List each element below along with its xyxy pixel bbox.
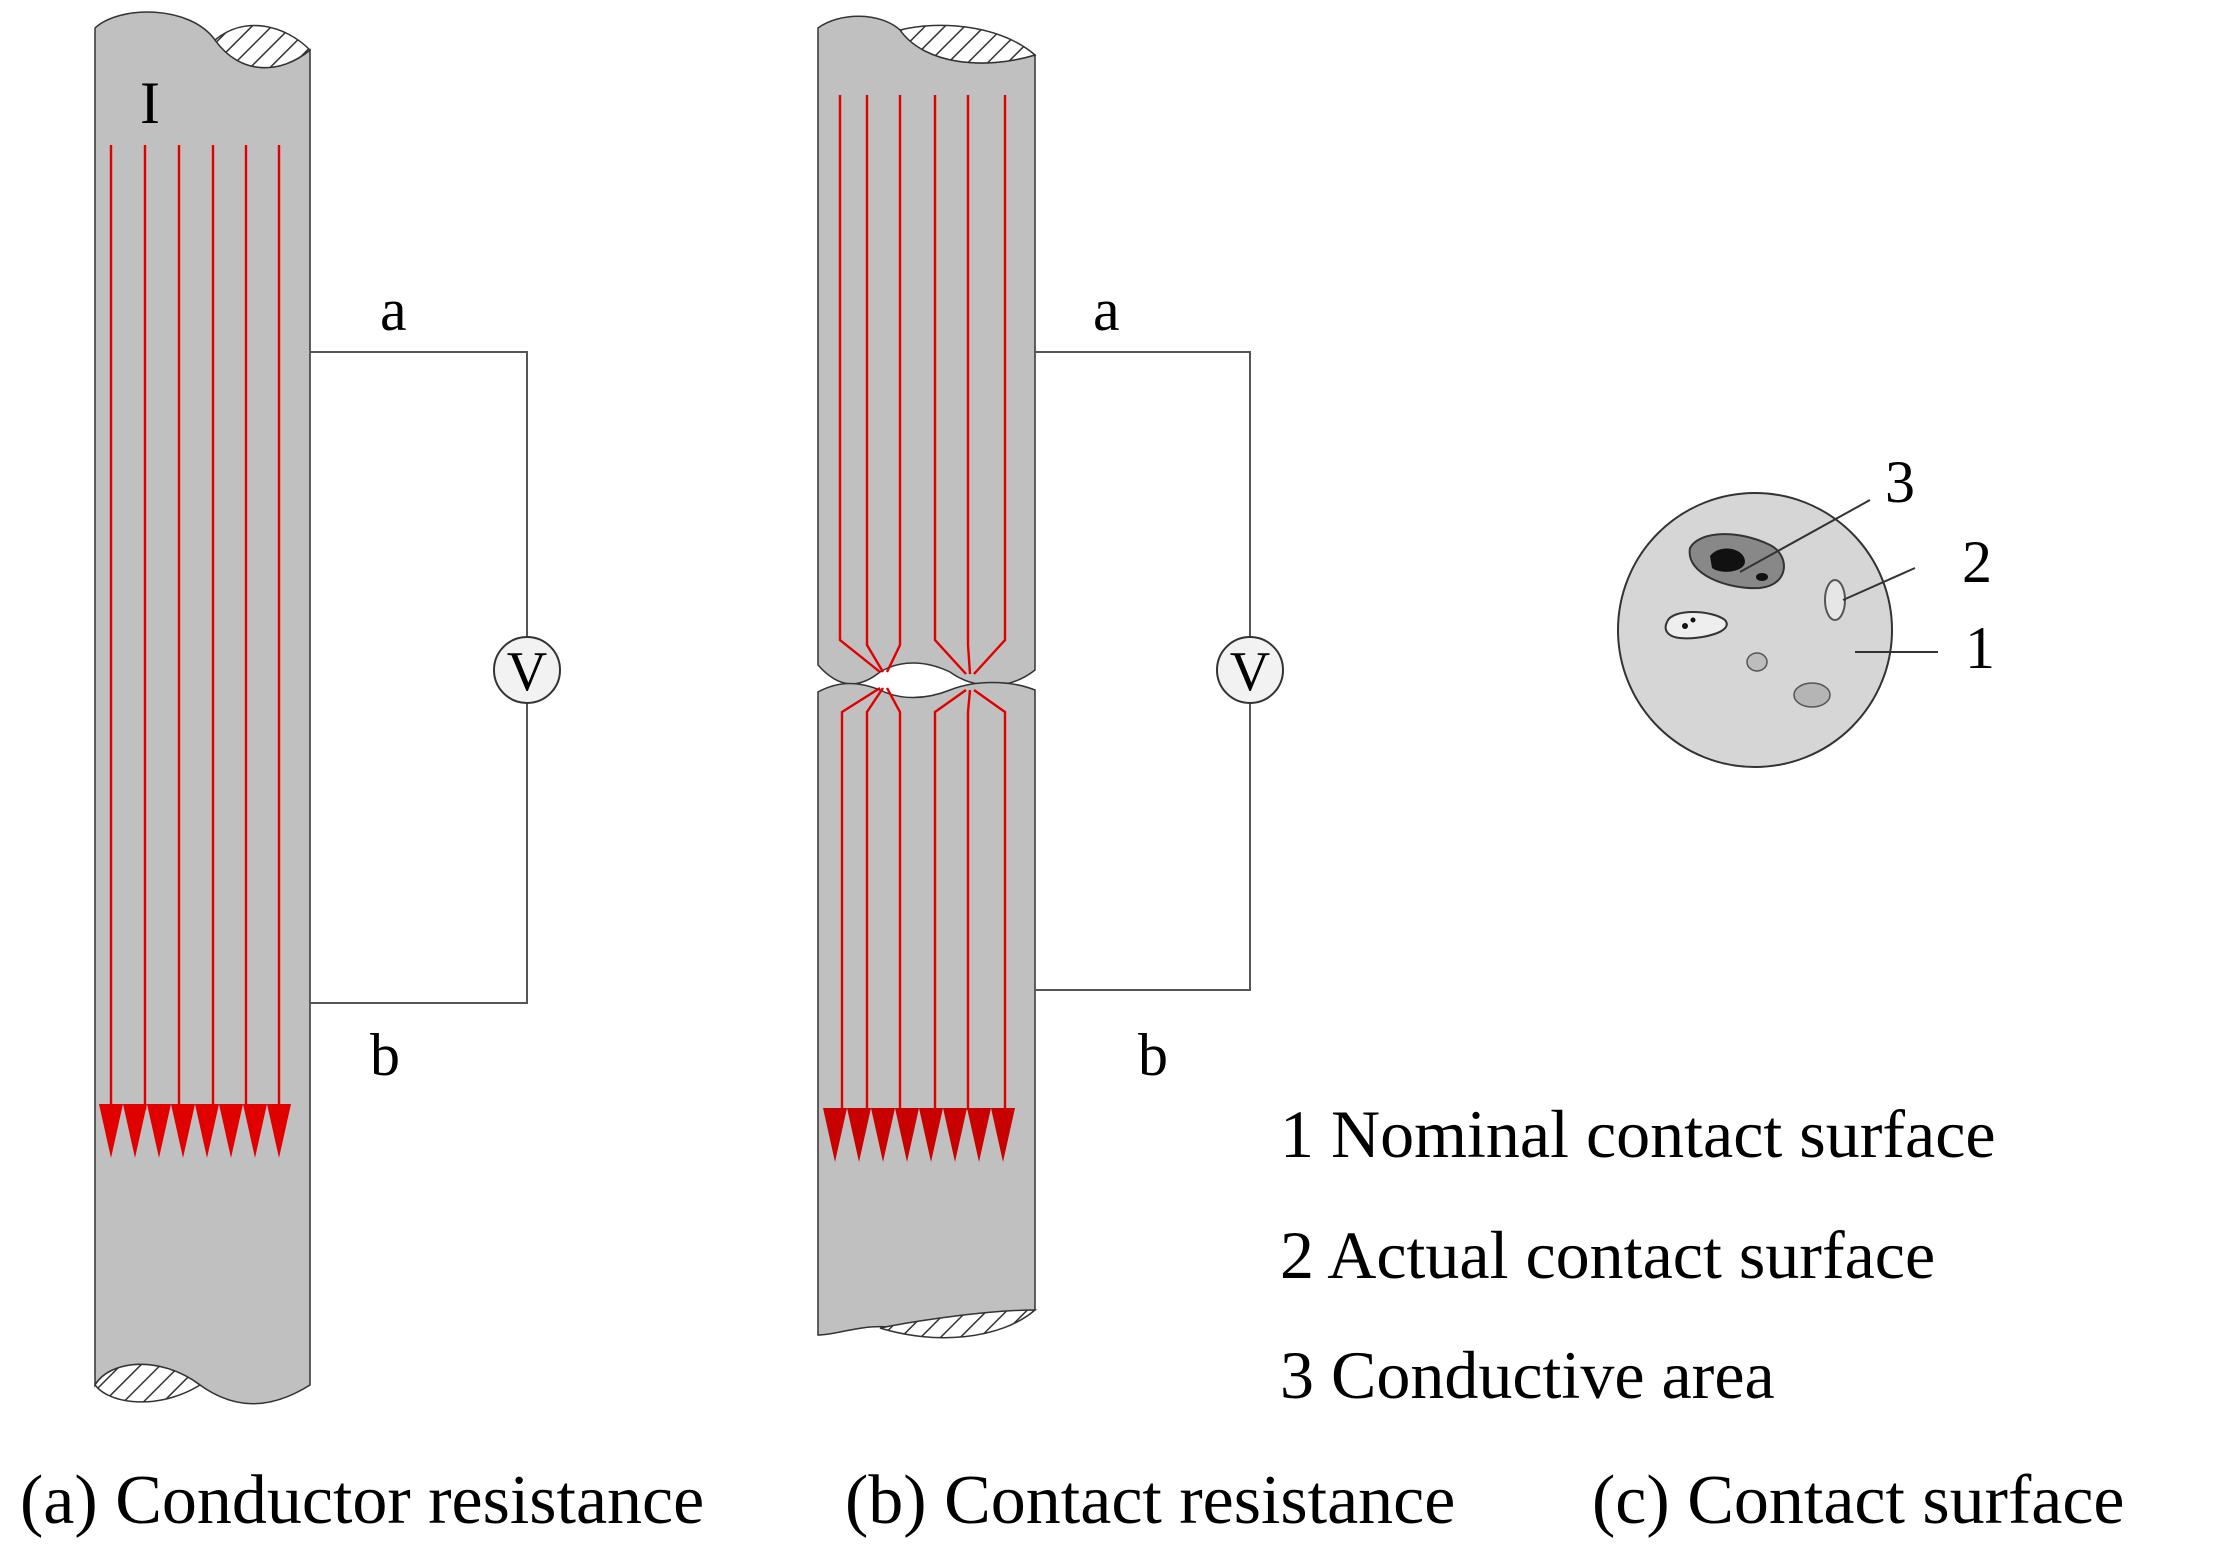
bottom-break-hatch (94, 1363, 202, 1403)
caption-b: (b) Contact resistance (845, 1462, 1455, 1539)
upper-break-hatch (898, 24, 1037, 64)
current-arrowheads (99, 1104, 291, 1158)
conductive-dot-left-2 (1690, 617, 1696, 623)
panel-a: I V a b (a) Conductor resistance (20, 11, 704, 1539)
voltmeter-label: V (507, 641, 547, 703)
caption-a: (a) Conductor resistance (20, 1462, 704, 1539)
conductor-rod (94, 11, 311, 1405)
terminal-a-label-b: a (1093, 277, 1120, 343)
voltmeter-wire-b (1035, 351, 1251, 640)
actual-contact-spot-bottom (1793, 682, 1831, 708)
legend: 1 Nominal contact surface 2 Actual conta… (1280, 1096, 1996, 1413)
caption-c: (c) Contact surface (1592, 1462, 2125, 1539)
marker-2: 2 (1962, 529, 1992, 595)
voltmeter-wire-b-lower (1035, 700, 1251, 991)
current-label: I (140, 70, 160, 136)
conductive-area (1710, 548, 1745, 572)
current-lines (109, 145, 281, 1110)
legend-item-3: 3 Conductive area (1280, 1337, 1775, 1413)
voltmeter-b-label: V (1230, 641, 1270, 703)
upper-rod (817, 15, 1036, 686)
marker-1: 1 (1965, 615, 1995, 681)
panel-c: 3 2 1 1 Nominal contact surface 2 Actual… (1280, 449, 2125, 1539)
terminal-b-label-b: b (1138, 1022, 1168, 1088)
conductive-dot-left-1 (1682, 623, 1688, 629)
lower-rod (817, 681, 1036, 1337)
marker-3: 3 (1885, 449, 1915, 515)
terminal-a-label: a (380, 277, 407, 343)
leader-3 (1739, 499, 1871, 573)
lower-break-hatch (879, 1309, 1038, 1339)
legend-item-2: 2 Actual contact surface (1280, 1217, 1935, 1293)
voltmeter (493, 636, 561, 704)
actual-contact-spot-right (1824, 579, 1846, 621)
actual-contact-spot-left (1664, 611, 1728, 640)
voltmeter-b (1216, 636, 1284, 704)
voltmeter-wire (310, 351, 528, 640)
contact-current-lines (838, 95, 1007, 1110)
voltmeter-wire-lower (310, 700, 528, 1004)
leader-2 (1842, 567, 1916, 601)
top-break-hatch (213, 24, 312, 69)
legend-item-1: 1 Nominal contact surface (1280, 1096, 1996, 1172)
panel-b: V a b (b) Contact resistance (817, 15, 1455, 1539)
terminal-b-label: b (370, 1022, 400, 1088)
conductive-dot (1756, 573, 1768, 581)
actual-contact-spot-small (1746, 652, 1768, 672)
contact-current-arrowheads (823, 1108, 1015, 1162)
nominal-contact-surface (1617, 492, 1893, 768)
